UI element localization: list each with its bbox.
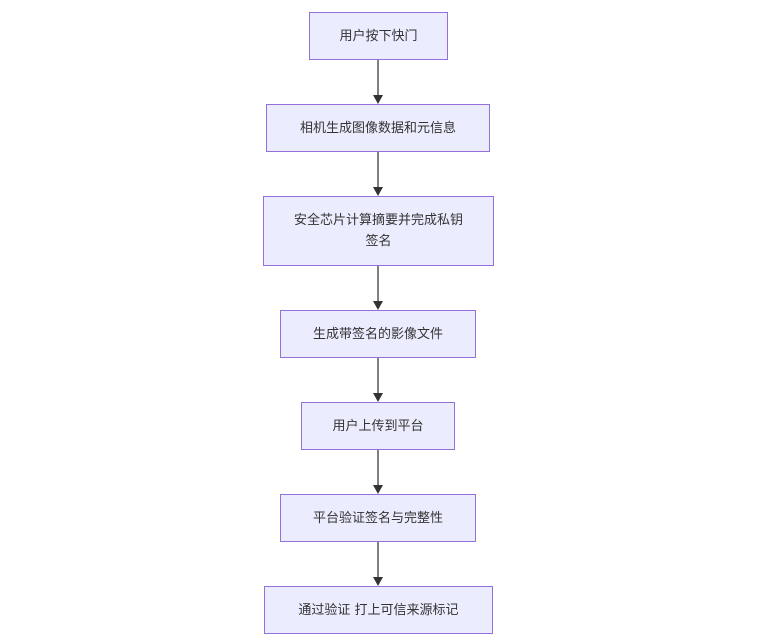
node-label: 用户按下快门 xyxy=(339,28,418,44)
node-signed-file: 生成带签名的影像文件 xyxy=(280,310,476,358)
node-label: 相机生成图像数据和元信息 xyxy=(299,120,456,136)
edge-n5-n6 xyxy=(373,450,383,494)
node-generate-image-data: 相机生成图像数据和元信息 xyxy=(266,104,490,152)
node-label: 平台验证签名与完整性 xyxy=(312,510,443,526)
edge-n6-n7 xyxy=(373,542,383,586)
node-label: 安全芯片计算摘要并完成私钥签名 xyxy=(293,213,463,249)
node-verify: 平台验证签名与完整性 xyxy=(280,494,476,542)
node-shutter-press: 用户按下快门 xyxy=(309,12,448,60)
node-upload: 用户上传到平台 xyxy=(301,402,455,450)
edge-n3-n4 xyxy=(373,266,383,310)
node-secure-chip-sign: 安全芯片计算摘要并完成私钥签名 xyxy=(263,196,494,266)
edge-n4-n5 xyxy=(373,358,383,402)
edge-n2-n3 xyxy=(373,152,383,196)
node-trusted-mark: 通过验证 打上可信来源标记 xyxy=(264,586,493,634)
node-label: 生成带签名的影像文件 xyxy=(312,326,443,342)
edge-n1-n2 xyxy=(373,60,383,104)
node-label: 用户上传到平台 xyxy=(332,418,424,434)
node-label: 通过验证 打上可信来源标记 xyxy=(298,602,459,618)
